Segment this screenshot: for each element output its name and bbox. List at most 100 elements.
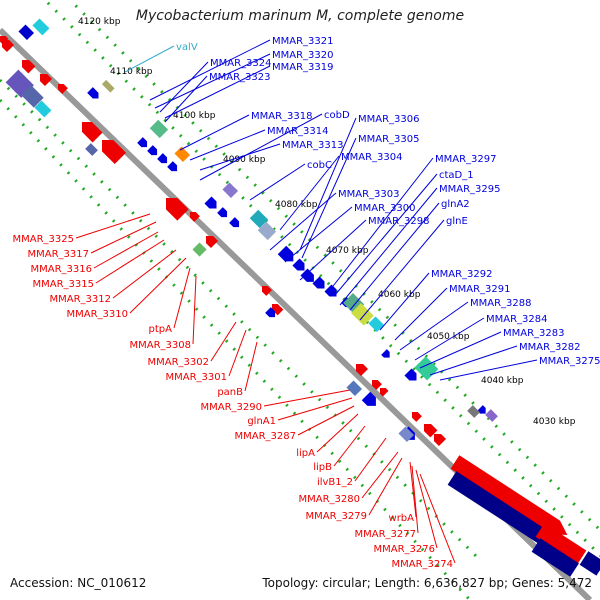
scale-tick-label: 4030 kbp: [533, 417, 576, 427]
label-leader-line: [124, 45, 175, 73]
label-leader-line: [95, 239, 165, 284]
forward-gene-label: MMAR_3283: [503, 328, 565, 339]
forward-gene-arrow: [157, 153, 168, 164]
gene-block: [174, 146, 191, 163]
label-leader-line: [179, 114, 250, 151]
gene-block: [192, 242, 207, 257]
forward-gene-arrow: [87, 87, 99, 99]
label-leader-line: [199, 113, 323, 181]
reverse-gene-arrow: [380, 388, 389, 397]
forward-gene-arrow: [147, 145, 158, 156]
reverse-gene-arrow: [356, 364, 369, 377]
forward-gene-arrow: [137, 137, 148, 148]
label-leader-line: [354, 437, 387, 482]
label-leader-line: [299, 219, 367, 281]
gene-block: [149, 119, 169, 139]
gene-block: [346, 380, 363, 397]
label-leader-line: [192, 275, 197, 345]
forward-gene-arrow: [167, 161, 178, 172]
label-leader-line: [409, 461, 417, 518]
scale-tick-label: 4120 kbp: [78, 17, 121, 27]
reverse-gene-arrow: [0, 36, 9, 45]
forward-gene-arrow: [404, 368, 417, 381]
forward-gene-label: MMAR_3300: [354, 203, 416, 214]
forward-gene-arrow: [477, 405, 486, 414]
label-leader-line: [164, 75, 208, 123]
label-leader-line: [415, 469, 438, 549]
gene-block: [467, 405, 480, 418]
reverse-gene-label: MMAR_3290: [201, 402, 263, 413]
forward-gene-label: MMAR_3298: [368, 216, 430, 227]
forward-gene-label: MMAR_3295: [439, 184, 501, 195]
forward-gene-arrow: [312, 276, 325, 289]
label-leader-line: [439, 359, 538, 381]
guide-line-lower: [0, 98, 472, 600]
reverse-gene-arrow: [206, 236, 219, 249]
forward-gene-arrow: [204, 196, 217, 209]
reverse-gene-arrow: [450, 455, 568, 535]
label-leader-line: [299, 117, 357, 251]
forward-gene-label: MMAR_3284: [486, 314, 548, 325]
label-leader-line: [297, 405, 355, 436]
gene-block: [85, 143, 98, 156]
reverse-gene-arrow: [2, 40, 15, 53]
forward-gene-label: MMAR_3282: [519, 342, 581, 353]
label-leader-line: [249, 163, 306, 201]
label-leader-line: [411, 465, 419, 534]
label-leader-line: [149, 39, 271, 101]
reverse-gene-label: MMAR_3312: [50, 294, 112, 305]
gene-block: [351, 303, 374, 326]
forward-gene-arrow: [217, 207, 228, 218]
gene-block: [34, 100, 52, 118]
label-leader-line: [154, 53, 271, 109]
label-leader-line: [361, 451, 399, 499]
forward-gene-arrow: [265, 307, 276, 318]
reverse-gene-label: MMAR_3310: [67, 309, 129, 320]
reverse-gene-arrow: [190, 212, 200, 222]
forward-gene-label: MMAR_3320: [272, 50, 334, 61]
forward-gene-arrow: [381, 349, 390, 358]
reverse-gene-arrow: [434, 434, 447, 447]
scale-tick-label: 4080 kbp: [275, 200, 318, 210]
gene-block: [101, 79, 115, 93]
reverse-gene-arrow: [58, 84, 68, 94]
guide-line-inner: [67, 0, 600, 532]
scale-tick-label: 4050 kbp: [427, 332, 470, 342]
reverse-gene-label: MMAR_3301: [166, 372, 228, 383]
label-leader-line: [199, 143, 281, 171]
label-leader-line: [263, 389, 351, 407]
forward-gene-arrow: [324, 284, 337, 297]
label-leader-line: [334, 173, 438, 296]
forward-gene-label: MMAR_3275: [539, 356, 600, 367]
forward-gene-arrow: [531, 538, 579, 577]
gene-block: [368, 316, 385, 333]
label-leader-line: [368, 457, 403, 516]
reverse-gene-arrow: [40, 74, 53, 87]
forward-gene-label: MMAR_3318: [251, 111, 313, 122]
trna-gene-label: valV: [176, 42, 198, 53]
label-leader-line: [279, 155, 340, 231]
reverse-gene-arrow: [372, 380, 382, 390]
scale-tick-label: 4070 kbp: [326, 246, 369, 256]
label-leader-line: [112, 249, 177, 299]
reverse-gene-arrow: [22, 60, 36, 74]
scale-tick-label: 4100 kbp: [173, 111, 216, 121]
label-leader-line: [394, 287, 448, 341]
label-leader-line: [419, 473, 456, 564]
forward-gene-label: MMAR_3313: [282, 140, 344, 151]
scale-tick-label: 4090 kbp: [223, 155, 266, 165]
forward-gene-label: MMAR_3292: [431, 269, 493, 280]
guide-line-upper: [0, 78, 482, 562]
forward-gene-arrow: [277, 245, 294, 262]
reverse-gene-label: ilvB1_2: [317, 477, 353, 488]
label-leader-line: [228, 329, 247, 377]
reverse-gene-label: panB: [217, 387, 243, 398]
forward-gene-label: MMAR_3303: [338, 189, 400, 200]
label-leader-line: [269, 192, 337, 251]
gene-block: [249, 209, 269, 229]
gene-features: [0, 18, 600, 577]
scale-tick-label: 4060 kbp: [378, 290, 421, 300]
forward-gene-label: MMAR_3306: [358, 114, 420, 125]
label-leader-line: [301, 137, 357, 259]
